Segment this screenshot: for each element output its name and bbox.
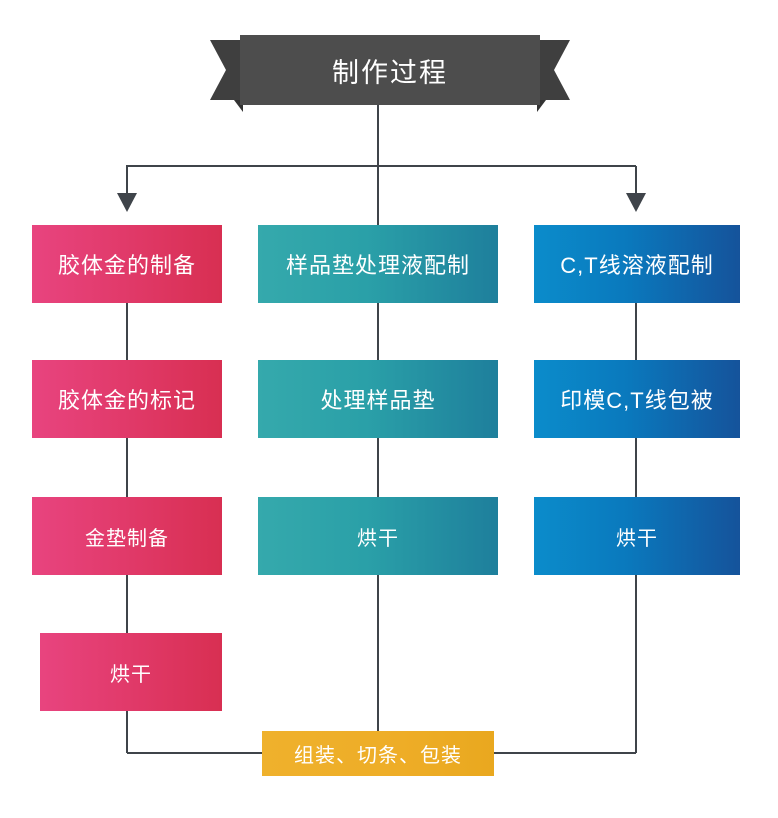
arrowhead-left: [117, 193, 137, 212]
diagram-title: 制作过程: [332, 57, 448, 88]
node-sample-pad-solution-preparation[interactable]: 样品垫处理液配制: [258, 225, 498, 303]
node-gold-pad-preparation[interactable]: 金垫制备: [32, 497, 222, 575]
arrowhead-right: [626, 193, 646, 212]
node-sample-pad-treatment[interactable]: 处理样品垫: [258, 360, 498, 438]
node-colloidal-gold-preparation[interactable]: 胶体金的制备: [32, 225, 222, 303]
node-left-drying[interactable]: 烘干: [40, 633, 222, 711]
node-center-drying[interactable]: 烘干: [258, 497, 498, 575]
node-ct-line-solution-preparation[interactable]: C,T线溶液配制: [534, 225, 740, 303]
node-assembly-cutting-packaging[interactable]: 组装、切条、包装: [262, 731, 494, 776]
node-colloidal-gold-labeling[interactable]: 胶体金的标记: [32, 360, 222, 438]
node-right-drying[interactable]: 烘干: [534, 497, 740, 575]
node-ct-line-coating[interactable]: 印模C,T线包被: [534, 360, 740, 438]
